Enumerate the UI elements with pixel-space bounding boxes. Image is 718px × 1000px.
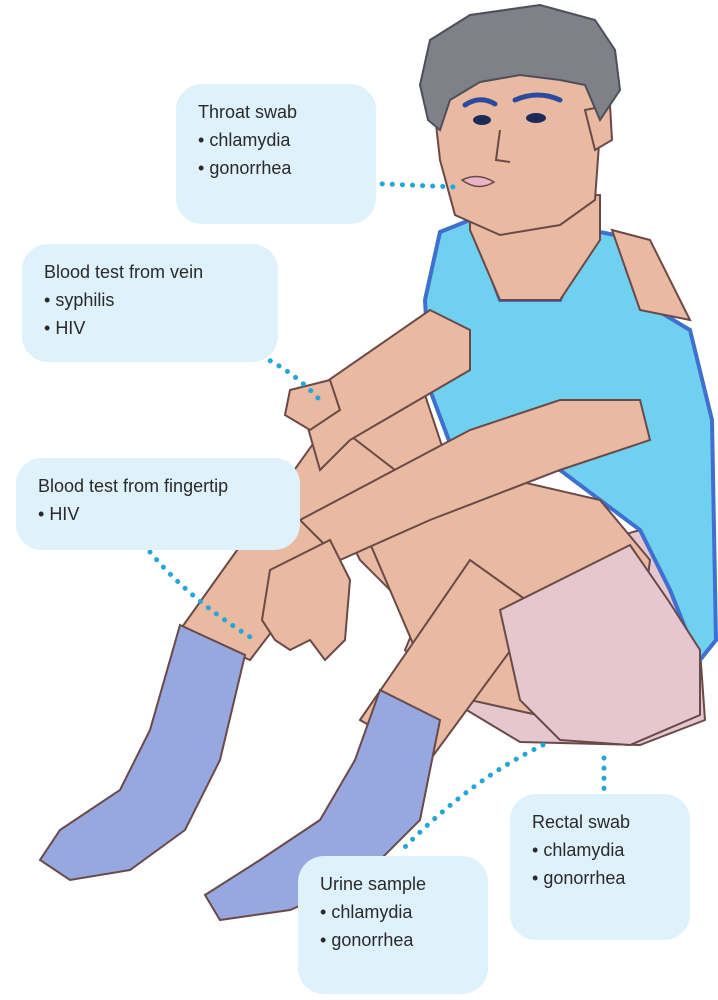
test-item: chlamydia bbox=[198, 126, 358, 154]
test-item: syphilis bbox=[44, 286, 260, 314]
test-list: HIV bbox=[38, 500, 282, 528]
callout-blood-fingertip: Blood test from fingertip HIV bbox=[16, 458, 300, 550]
test-list: syphilis HIV bbox=[44, 286, 260, 342]
callout-title: Urine sample bbox=[320, 870, 470, 898]
test-item: gonorrhea bbox=[198, 154, 358, 182]
back-sock bbox=[40, 625, 245, 880]
eye-left bbox=[473, 115, 491, 125]
test-item: gonorrhea bbox=[532, 864, 672, 892]
test-list: chlamydia gonorrhea bbox=[198, 126, 358, 182]
callout-title: Rectal swab bbox=[532, 808, 672, 836]
eye-right bbox=[526, 113, 546, 123]
test-item: chlamydia bbox=[532, 836, 672, 864]
test-list: chlamydia gonorrhea bbox=[532, 836, 672, 892]
test-item: HIV bbox=[38, 500, 282, 528]
callout-urine-sample: Urine sample chlamydia gonorrhea bbox=[298, 856, 488, 994]
callout-title: Blood test from fingertip bbox=[38, 472, 282, 500]
callout-blood-vein: Blood test from vein syphilis HIV bbox=[22, 244, 278, 362]
test-item: HIV bbox=[44, 314, 260, 342]
callout-rectal-swab: Rectal swab chlamydia gonorrhea bbox=[510, 794, 690, 940]
callout-title: Throat swab bbox=[198, 98, 358, 126]
test-list: chlamydia gonorrhea bbox=[320, 898, 470, 954]
callout-throat-swab: Throat swab chlamydia gonorrhea bbox=[176, 84, 376, 224]
test-item: chlamydia bbox=[320, 898, 470, 926]
test-item: gonorrhea bbox=[320, 926, 470, 954]
callout-title: Blood test from vein bbox=[44, 258, 260, 286]
